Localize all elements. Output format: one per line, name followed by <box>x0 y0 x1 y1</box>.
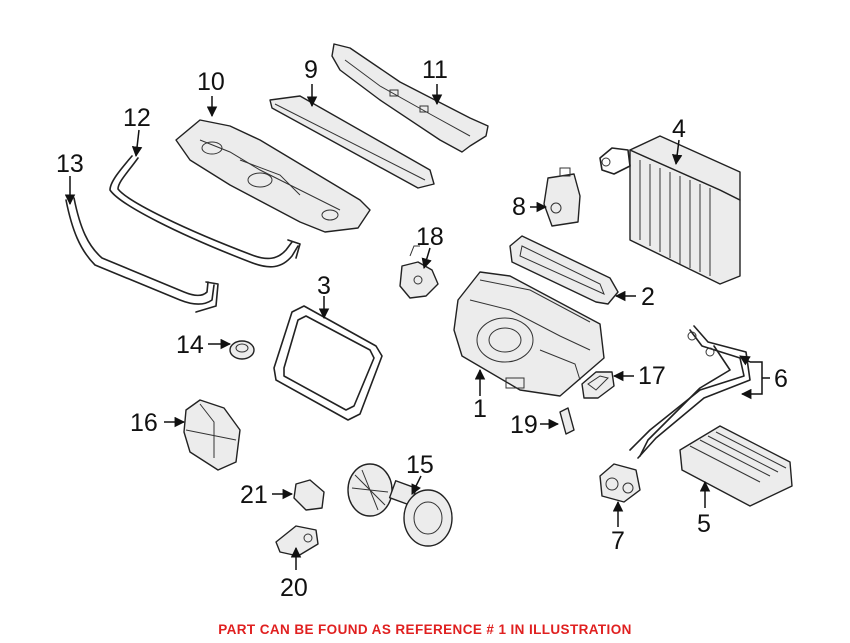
part-12-seal <box>109 155 301 268</box>
callout-16: 16 <box>130 409 158 437</box>
callout-2: 2 <box>641 283 655 311</box>
callout-labels: 10 9 11 12 13 4 8 18 2 3 14 6 17 1 19 16… <box>56 56 788 602</box>
callout-17: 17 <box>638 362 666 390</box>
callout-21: 21 <box>240 481 268 509</box>
callout-10: 10 <box>197 68 225 96</box>
part-7-connector <box>599 463 641 503</box>
part-5-heater-core <box>679 425 793 507</box>
part-11-bracket <box>331 43 489 153</box>
part-17-filter <box>581 371 615 399</box>
leader-lines <box>64 84 770 570</box>
part-19-pin <box>559 407 575 435</box>
callout-4: 4 <box>672 115 686 143</box>
part-1-hvac-housing <box>453 271 605 397</box>
callout-14: 14 <box>176 331 204 359</box>
footer-note: PART CAN BE FOUND AS REFERENCE # 1 IN IL… <box>218 622 632 637</box>
part-10-cowl-panel <box>175 119 371 233</box>
callout-18: 18 <box>416 223 444 251</box>
callout-1: 1 <box>473 395 487 423</box>
callout-20: 20 <box>280 574 308 602</box>
part-4-evaporator <box>599 135 741 285</box>
callout-15: 15 <box>406 451 434 479</box>
callout-13: 13 <box>56 150 84 178</box>
part-2-gasket <box>509 235 619 305</box>
callout-7: 7 <box>611 527 625 555</box>
part-16-cover <box>183 399 241 471</box>
part-21-resistor <box>293 479 325 511</box>
part-9-strip <box>269 95 435 189</box>
callout-6: 6 <box>774 365 788 393</box>
part-18-actuator <box>399 245 439 299</box>
part-3-gasket-frame <box>273 305 383 421</box>
part-13-seal-strip <box>65 197 219 313</box>
part-6-ac-lines <box>629 325 751 459</box>
part-15-blower-motor <box>347 463 453 547</box>
callout-5: 5 <box>697 510 711 538</box>
part-8-expansion-valve <box>543 167 581 227</box>
callout-11: 11 <box>422 56 448 84</box>
callout-8: 8 <box>512 193 526 221</box>
callout-3: 3 <box>317 272 331 300</box>
part-20-sensor <box>275 525 319 557</box>
callout-9: 9 <box>304 56 318 84</box>
callout-12: 12 <box>123 104 151 132</box>
part-14-grommet <box>229 340 255 360</box>
callout-19: 19 <box>510 411 538 439</box>
